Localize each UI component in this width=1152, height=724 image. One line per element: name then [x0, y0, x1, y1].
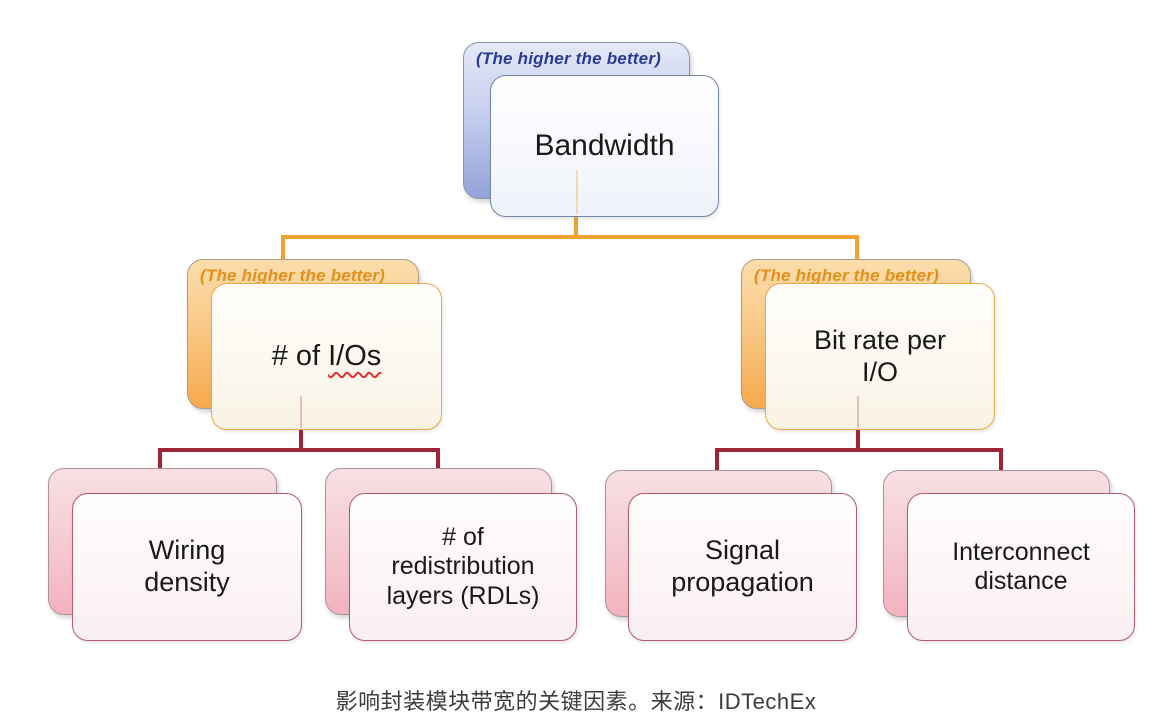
connector-branch-right-drop — [855, 235, 859, 262]
leaf4-card: Interconnect distance — [907, 493, 1135, 641]
figure-caption: 影响封装模块带宽的关键因素。来源：IDTechEx — [335, 689, 817, 714]
connector-branch2-horizontal — [715, 448, 1003, 452]
leaf2-card: # of redistribution layers (RDLs) — [349, 493, 577, 641]
branch1-label-spellchecked: I/Os — [328, 340, 382, 373]
leaf1-label: Wiring density — [144, 535, 230, 597]
root-node-tag-label: (The higher the better) — [476, 49, 661, 68]
connector-branch1-horizontal — [158, 448, 440, 452]
branch1-card: # of I/Os — [211, 283, 442, 430]
connector-ghost-branch1 — [300, 396, 302, 428]
connector-ghost-root — [576, 170, 578, 214]
connector-top-horizontal — [281, 235, 859, 239]
leaf4-label: Interconnect distance — [952, 537, 1090, 596]
root-node-card: Bandwidth — [490, 75, 719, 217]
leaf2-label: # of redistribution layers (RDLs) — [386, 522, 540, 610]
branch2-label: Bit rate per I/O — [813, 324, 947, 387]
branch1-label-prefix: # of — [271, 340, 329, 373]
connector-leaf4-drop — [999, 448, 1003, 472]
connector-branch1-stub — [299, 426, 303, 452]
connector-leaf3-drop — [715, 448, 719, 472]
root-node-label: Bandwidth — [534, 129, 675, 163]
leaf1-card: Wiring density — [72, 493, 302, 641]
branch1-tag-label: (The higher the better) — [200, 266, 385, 285]
leaf3-card: Signal propagation — [628, 493, 857, 641]
branch1-label: # of I/Os — [272, 339, 382, 373]
connector-branch2-stub — [856, 426, 860, 452]
connector-ghost-branch2 — [857, 396, 859, 428]
connector-leaf2-drop — [436, 448, 440, 472]
leaf3-label: Signal propagation — [671, 535, 814, 597]
connector-leaf1-drop — [158, 448, 162, 472]
branch2-card: Bit rate per I/O — [765, 283, 995, 430]
branch2-tag-label: (The higher the better) — [754, 266, 939, 285]
connector-root-stub — [574, 213, 578, 237]
connector-branch-left-drop — [281, 235, 285, 262]
